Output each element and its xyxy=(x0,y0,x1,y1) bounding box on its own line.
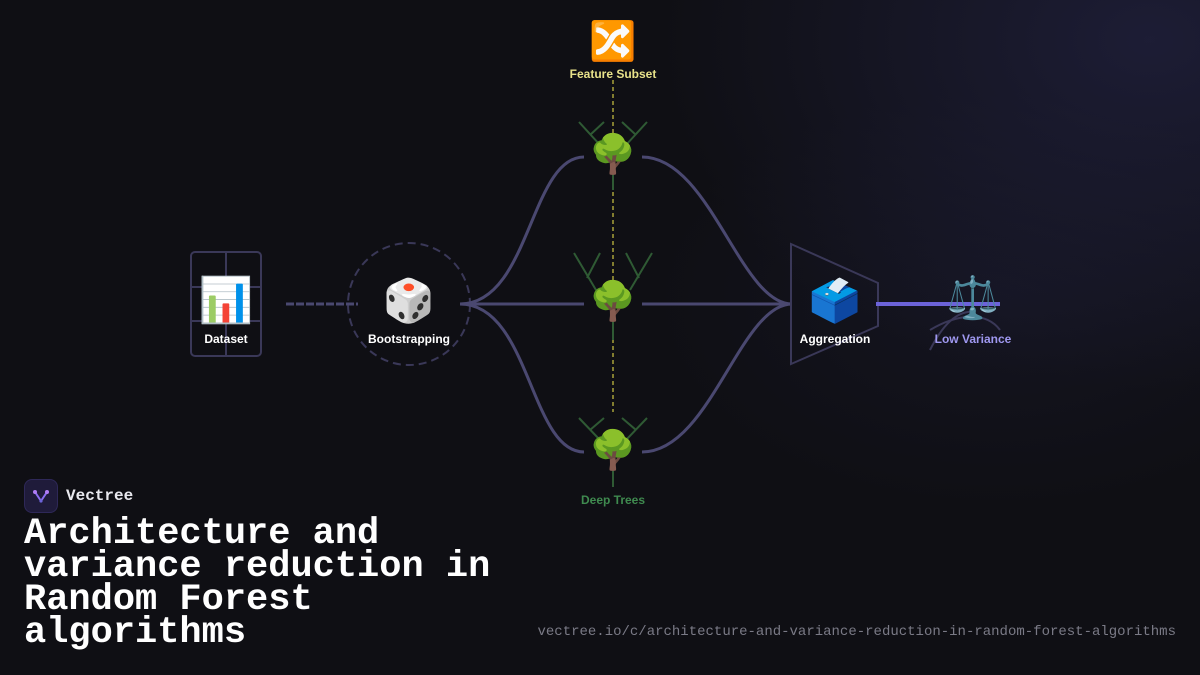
bootstrap-branches xyxy=(459,155,585,454)
tree-branch-decorations xyxy=(573,121,653,487)
shuffle-icon: 🔀 xyxy=(589,19,637,63)
tree-icon: 🌳 xyxy=(589,132,637,176)
tree-icon: 🌳 xyxy=(589,428,637,472)
deep-trees-label: Deep Trees xyxy=(580,493,646,507)
page-title: Architecture and variance reduction in R… xyxy=(24,513,491,654)
aggregation-branches xyxy=(641,155,793,454)
aggregation-label: Aggregation xyxy=(799,332,871,346)
scales-icon: ⚖️ xyxy=(946,273,1000,322)
low-variance-curve xyxy=(929,310,1001,351)
feature-subset-label: Feature Subset xyxy=(569,67,657,81)
page-url[interactable]: vectree.io/c/architecture-and-variance-r… xyxy=(537,624,1176,640)
dataset-label: Dataset xyxy=(204,332,248,346)
ballot-box-icon: 🗳️ xyxy=(808,276,862,325)
brand-name: Vectree xyxy=(66,487,134,505)
dice-icon: 🎲 xyxy=(382,276,436,325)
bootstrapping-label: Bootstrapping xyxy=(368,332,450,346)
tree-icon: 🌳 xyxy=(589,279,637,323)
low-variance-label: Low Variance xyxy=(934,332,1012,346)
brand[interactable]: Vectree xyxy=(24,479,133,513)
aggregation-shape xyxy=(790,242,879,366)
dataset-table-frame xyxy=(190,251,262,357)
bar-chart-icon: 📊 xyxy=(198,275,254,326)
vectree-logo-icon xyxy=(24,479,58,513)
